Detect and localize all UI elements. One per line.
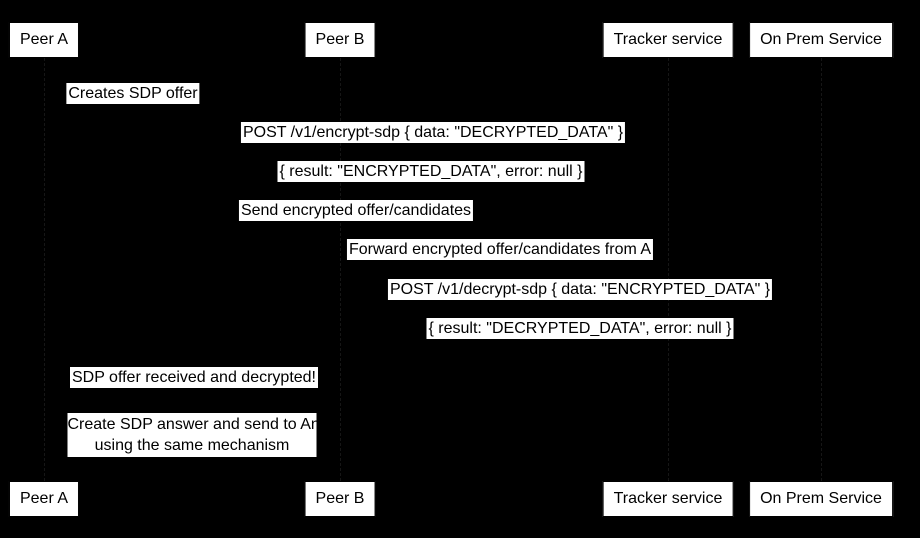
actor-tracker-service-bottom: Tracker service: [602, 481, 734, 517]
actor-tracker-service-top: Tracker service: [602, 22, 734, 58]
lifeline-tracker-service: [668, 58, 669, 481]
actor-on-prem-service-top: On Prem Service: [749, 22, 893, 58]
actor-peer-b-bottom: Peer B: [304, 481, 376, 517]
lifeline-peer-a: [44, 58, 45, 481]
message-post-decrypt-sdp: POST /v1/decrypt-sdp { data: "ENCRYPTED_…: [387, 279, 773, 300]
actor-peer-b-top: Peer B: [304, 22, 376, 58]
message-creates-sdp-offer: Creates SDP offer: [66, 83, 200, 104]
note-line-1: Create SDP answer and send to An: [67, 416, 320, 433]
actor-on-prem-service-bottom: On Prem Service: [749, 481, 893, 517]
message-post-encrypt-sdp: POST /v1/encrypt-sdp { data: "DECRYPTED_…: [240, 122, 626, 143]
note-line-2: using the same mechanism: [94, 437, 290, 454]
lifeline-on-prem-service: [821, 58, 822, 481]
actor-peer-a-bottom: Peer A: [8, 481, 80, 517]
message-forward-encrypted-offer: Forward encrypted offer/candidates from …: [346, 239, 654, 260]
actor-peer-a-top: Peer A: [8, 22, 80, 58]
message-sdp-offer-received: SDP offer received and decrypted!: [70, 367, 318, 388]
message-encrypt-result: { result: "ENCRYPTED_DATA", error: null …: [277, 161, 585, 182]
lifeline-peer-b: [340, 58, 341, 481]
message-decrypt-result: { result: "DECRYPTED_DATA", error: null …: [426, 318, 734, 339]
note-create-sdp-answer: Create SDP answer and send to An using th…: [67, 413, 320, 457]
message-send-encrypted-offer: Send encrypted offer/candidates: [238, 200, 474, 221]
